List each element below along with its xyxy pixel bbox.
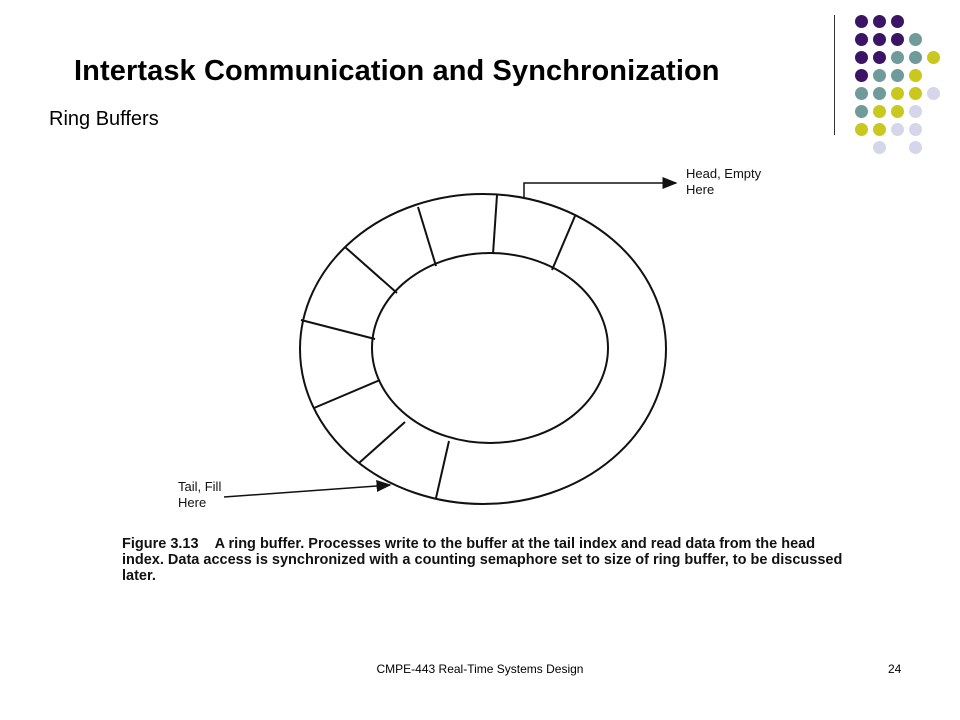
- slide-title: Intertask Communication and Synchronizat…: [74, 55, 720, 87]
- dot: [909, 33, 922, 46]
- dot: [873, 87, 886, 100]
- tail-pointer-label: Tail, Fill Here: [178, 479, 222, 510]
- dot: [855, 33, 868, 46]
- tail-pointer-arrow: [223, 479, 392, 498]
- dot: [909, 69, 922, 82]
- dot: [891, 15, 904, 28]
- dot: [891, 51, 904, 64]
- slot-divider: [358, 421, 406, 464]
- head-pointer-label: Head, Empty Here: [686, 166, 762, 197]
- title-divider-line: [834, 15, 835, 135]
- dot: [873, 123, 886, 136]
- ring-outer-edge: [299, 193, 667, 505]
- ring-inner-edge: [371, 252, 609, 444]
- dot: [909, 87, 922, 100]
- dot: [855, 51, 868, 64]
- dot: [873, 15, 886, 28]
- dot: [873, 33, 886, 46]
- dot: [891, 105, 904, 118]
- figure-caption-text: A ring buffer. Processes write to the bu…: [122, 536, 843, 584]
- dot: [909, 105, 922, 118]
- dot: [927, 51, 940, 64]
- dot: [855, 105, 868, 118]
- dot: [909, 141, 922, 154]
- dot: [891, 69, 904, 82]
- dot: [909, 123, 922, 136]
- slot-divider: [551, 215, 576, 271]
- dot: [909, 51, 922, 64]
- dot: [873, 105, 886, 118]
- page-number: 24: [888, 662, 902, 676]
- dot: [891, 87, 904, 100]
- dot: [873, 69, 886, 82]
- dot: [873, 51, 886, 64]
- dot: [873, 141, 886, 154]
- slot-divider: [492, 194, 498, 255]
- dot: [855, 15, 868, 28]
- slot-divider: [344, 246, 398, 294]
- dot: [855, 87, 868, 100]
- slot-divider: [300, 319, 376, 340]
- slide-subtitle: Ring Buffers: [49, 108, 159, 130]
- slide-footer: CMPE-443 Real-Time Systems Design: [376, 662, 584, 676]
- ring-slot-dividers: [300, 194, 576, 499]
- dot: [855, 123, 868, 136]
- head-pointer-arrow: [523, 177, 678, 197]
- slot-divider: [435, 440, 450, 499]
- slot-divider: [417, 206, 437, 267]
- figure-number: Figure 3.13: [122, 536, 199, 552]
- dot: [855, 69, 868, 82]
- dot: [891, 123, 904, 136]
- dot: [927, 87, 940, 100]
- slot-divider: [313, 379, 381, 409]
- dot: [891, 33, 904, 46]
